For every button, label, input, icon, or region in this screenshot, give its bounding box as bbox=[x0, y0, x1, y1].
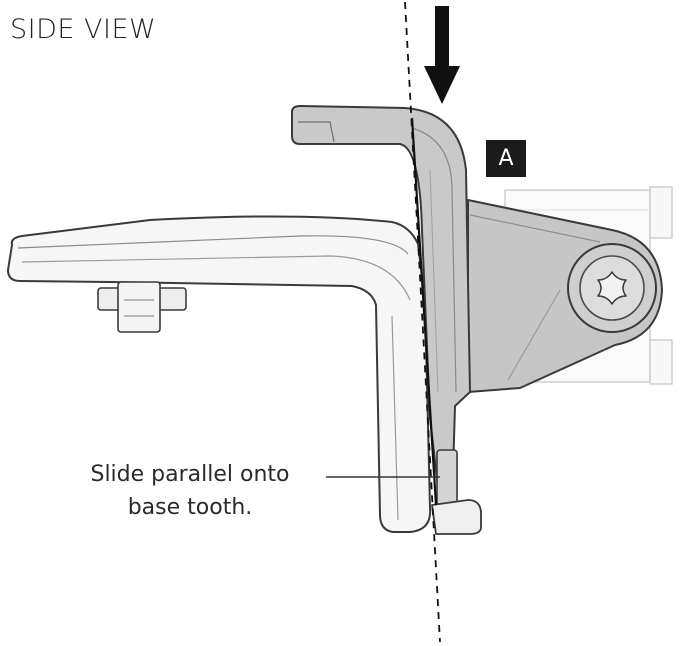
base-tooth bbox=[431, 449, 482, 535]
base-bracket bbox=[7, 215, 432, 533]
page-title: SIDE VIEW bbox=[10, 14, 157, 45]
torx-screw-icon bbox=[567, 243, 657, 333]
callout-line-2: base tooth. bbox=[127, 495, 253, 520]
label-a-badge: A bbox=[486, 140, 526, 177]
fastener bbox=[97, 281, 187, 333]
arrow-down-icon bbox=[424, 6, 460, 104]
callout-line-1: Slide parallel onto bbox=[90, 462, 290, 487]
callout-text: Slide parallel onto base tooth. bbox=[60, 458, 320, 524]
contact-line bbox=[410, 117, 438, 506]
alignment-line bbox=[404, 1, 441, 643]
